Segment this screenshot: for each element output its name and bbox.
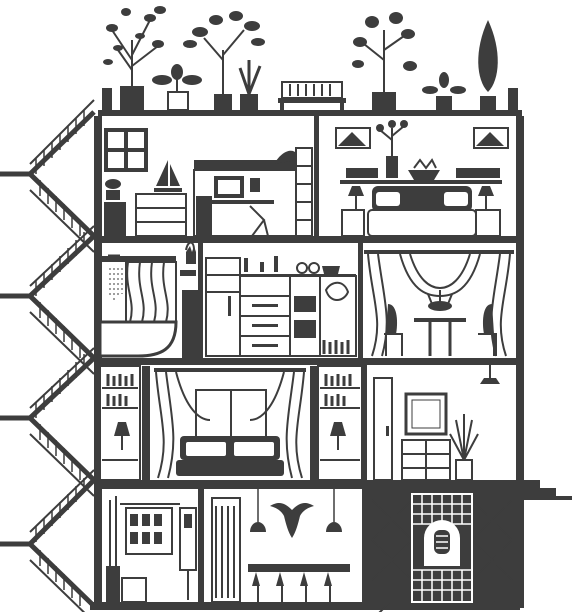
cabinet-icon [104, 202, 126, 236]
sofa-icon [176, 436, 284, 476]
plant-icon [422, 72, 466, 110]
plant-icon [105, 179, 121, 200]
house-frame [90, 116, 572, 610]
tree-icon [478, 20, 498, 110]
mirror-icon [404, 392, 448, 436]
stove-icon [289, 275, 321, 357]
tree-icon [376, 120, 408, 178]
picture-icon [335, 127, 509, 149]
living-room [99, 365, 367, 481]
utility-room [106, 489, 204, 603]
sailboat-icon [154, 160, 182, 192]
dining-room [364, 250, 514, 357]
kitchen [186, 243, 363, 358]
plant-icon [427, 290, 453, 311]
dresser-icon [135, 193, 187, 237]
curtain-icon [154, 368, 306, 479]
cabinet-icon [401, 439, 451, 481]
boiler-icon [179, 507, 197, 600]
window-icon [195, 389, 267, 441]
stair-rail-icon [211, 497, 241, 603]
plant-icon [103, 6, 166, 110]
door-icon [373, 377, 393, 481]
dining-table-icon [414, 318, 466, 356]
tree-icon [183, 11, 265, 110]
plant-icon [352, 12, 417, 110]
kids-bedroom [104, 116, 319, 237]
wine-rack-icon [371, 493, 513, 612]
plant-icon [238, 60, 262, 110]
plant-icon [152, 64, 202, 111]
shelf-icon [340, 168, 502, 184]
bathroom [98, 241, 203, 358]
bull-skull-icon [270, 503, 314, 538]
desk-icon [196, 176, 274, 237]
master-bedroom [335, 120, 509, 237]
shelf-icon [295, 147, 313, 237]
roof-garden [98, 6, 522, 116]
bathtub-icon [98, 320, 178, 358]
hallway [373, 365, 500, 481]
cabinet-icon [239, 275, 291, 357]
chair-icon [384, 304, 497, 356]
bench-icon [278, 81, 346, 111]
bar-counter-icon [248, 564, 350, 602]
lamp-icon [341, 186, 501, 237]
water-heater-icon [106, 566, 147, 603]
cat-icon [186, 246, 196, 264]
fridge-icon [205, 257, 241, 357]
lamp-icon [114, 422, 346, 450]
plant-icon [449, 414, 479, 481]
bar-room [211, 489, 368, 603]
pendant-lamp-icon [250, 489, 342, 532]
window-icon [104, 128, 148, 172]
bed-icon [367, 186, 477, 237]
wine-cellar [368, 489, 516, 612]
pendant-lamp-icon [480, 365, 500, 384]
fuse-box-icon [109, 496, 180, 600]
curtain-icon [100, 256, 177, 323]
shower-icon [108, 254, 123, 302]
staircase-icon [0, 99, 96, 612]
bowl-icon [408, 158, 440, 180]
shelf-icon [206, 256, 357, 357]
